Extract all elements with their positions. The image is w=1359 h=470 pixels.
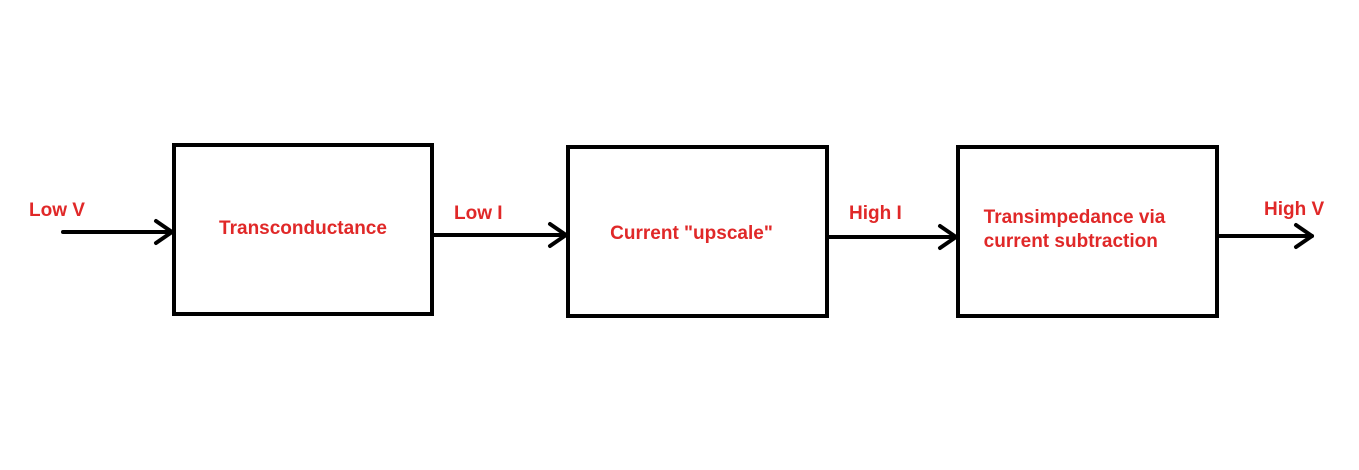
current-upscale-block: Current "upscale" xyxy=(566,145,829,318)
signal-high-i-label: High I xyxy=(849,203,902,224)
transconductance-block: Transconductance xyxy=(172,143,434,316)
signal-low-i-label: Low I xyxy=(454,203,503,224)
transconductance-label: Transconductance xyxy=(219,217,387,239)
arrow-transconductance-to-upscale xyxy=(432,222,568,248)
current-upscale-label: Current "upscale" xyxy=(610,222,773,244)
transimpedance-label: Transimpedance via current subtraction xyxy=(983,206,1166,252)
arrow-input-to-transconductance xyxy=(61,219,174,245)
signal-low-v-label: Low V xyxy=(29,200,85,221)
arrow-upscale-to-transimpedance xyxy=(827,224,958,250)
signal-high-v-label: High V xyxy=(1264,199,1325,220)
arrow-output xyxy=(1217,223,1314,249)
transimpedance-block: Transimpedance via current subtraction xyxy=(956,145,1219,318)
